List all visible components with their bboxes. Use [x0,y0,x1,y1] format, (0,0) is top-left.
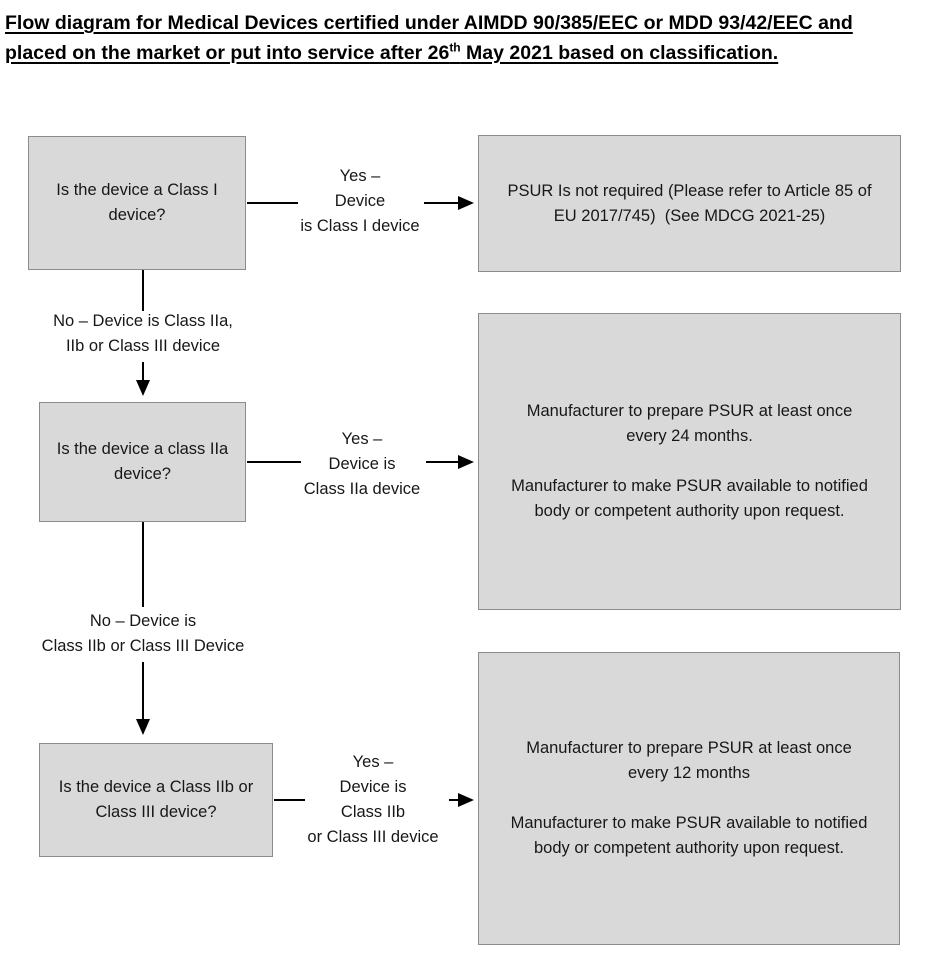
question-box-class-iib-iii: Is the device a Class IIb or Class III d… [39,743,273,857]
question-box-class-iia-text: Is the device a class IIa device? [56,440,229,483]
title-line-2-text: placed on the market or put into service… [5,42,450,64]
diagram-title: Flow diagram for Medical Devices certifi… [5,8,853,68]
result-box-psur-24-months: Manufacturer to prepare PSUR at least on… [478,313,901,610]
result-box-psur-24-months-para-2: Manufacturer to make PSUR available to n… [511,477,868,520]
edge-label-yes-class-i: Yes – Device is Class I device [300,167,420,235]
edge-label-yes-class-iib-iii: Yes – Device is Class IIb or Class III d… [307,753,439,846]
result-box-psur-not-required: PSUR Is not required (Please refer to Ar… [478,135,901,272]
diagram-title-line-2: placed on the market or put into service… [5,38,853,68]
title-line-2-tail: May 2021 based on classification. [460,42,779,64]
edge-label-no-class-iib-iii: No – Device is Class IIb or Class III De… [41,612,245,655]
edge-label-yes-class-iia: Yes – Device is Class IIa device [303,430,421,498]
diagram-title-line-1: Flow diagram for Medical Devices certifi… [5,12,853,34]
result-box-psur-12-months-para-1: Manufacturer to prepare PSUR at least on… [526,739,852,782]
title-superscript: th [449,40,461,55]
question-box-class-iib-iii-text: Is the device a Class IIb or Class III d… [58,778,254,821]
result-box-psur-12-months: Manufacturer to prepare PSUR at least on… [478,652,900,945]
question-box-class-i: Is the device a Class I device? [28,136,246,270]
edge-label-no-class-iia-iib-iii: No – Device is Class IIa, IIb or Class I… [53,312,233,355]
result-box-psur-not-required-text: PSUR Is not required (Please refer to Ar… [507,181,872,225]
question-box-class-iia: Is the device a class IIa device? [39,402,246,522]
result-box-psur-12-months-para-2: Manufacturer to make PSUR available to n… [510,814,868,857]
question-box-class-i-text: Is the device a Class I device? [56,181,218,224]
result-box-psur-24-months-para-1: Manufacturer to prepare PSUR at least on… [526,402,853,445]
